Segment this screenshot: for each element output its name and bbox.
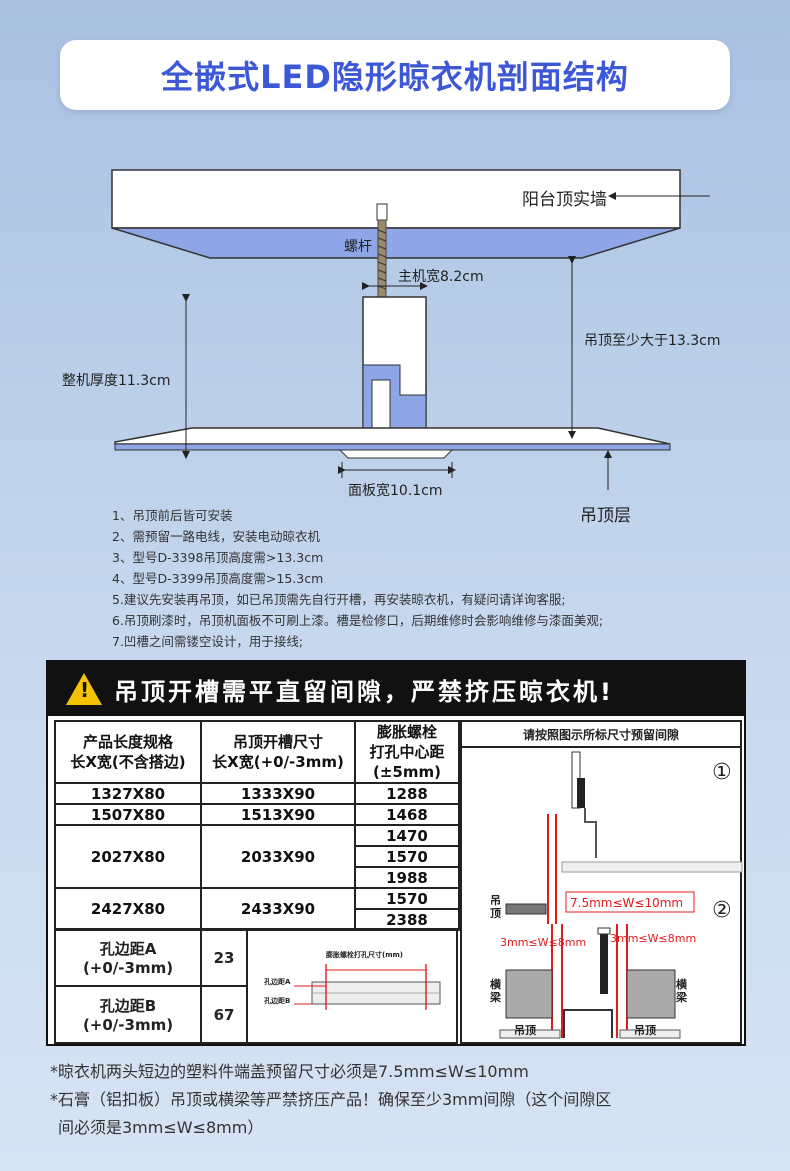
gap-label-2-left: 3mm≤W≤8mm — [500, 936, 587, 949]
gap-drawing — [499, 751, 743, 1039]
mini-diagram: 膨胀螺栓打孔尺寸(mm) 孔边距A 孔边距B — [250, 930, 456, 1042]
footnote: *石膏（铝扣板）吊顶或横梁等严禁挤压产品！确保至少3mm间隙（这个间隙区 — [50, 1090, 612, 1109]
warning-triangle-icon: ! — [66, 673, 102, 705]
edge-b-value: 67 — [202, 987, 248, 1042]
note-item: 2、需预留一路电线，安装电动晾衣机 — [112, 529, 320, 544]
footnote: *晾衣机两头短边的塑料件端盖预留尺寸必须是7.5mm≤W≤10mm — [50, 1062, 529, 1081]
gap-panel-header: 请按照图示所标尺寸预留间隙 — [462, 722, 740, 748]
note-item: 6.吊顶刷漆时，吊顶机面板不可刷上漆。槽是检修口，后期维修时会影响维修与漆面美观… — [112, 613, 604, 628]
bolt-head — [376, 203, 388, 221]
bolt-label: 螺杆 — [344, 239, 372, 255]
ceiling-label-bottom-right: 吊顶 — [634, 1024, 656, 1037]
header-distance: 膨胀螺栓打孔中心距(±5mm) — [354, 720, 460, 784]
mini-bar-drawing — [294, 964, 441, 1010]
spec-card: ! 吊顶开槽需平直留间隙，严禁挤压晾衣机! 产品长度规格长X宽(不含搭边) 吊顶… — [46, 660, 746, 1046]
beam-label-right: 横梁 — [676, 978, 687, 1004]
thickness-label: 整机厚度11.3cm — [62, 373, 171, 389]
ceiling-min-label: 吊顶至少大于13.3cm — [584, 333, 721, 349]
ceiling-label-1: 吊顶 — [490, 894, 501, 920]
wall-label: 阳台顶实墙 — [522, 190, 607, 210]
note-item: 5.建议先安装再吊顶，如已吊顶需先自行开槽，再安装晾衣机，有疑问请详询客服; — [112, 592, 566, 607]
warning-banner: ! 吊顶开槽需平直留间隙，严禁挤压晾衣机! — [48, 662, 744, 716]
step-1-icon: ① — [712, 760, 732, 785]
gap-label-2-right: 3mm≤W≤8mm — [610, 932, 697, 945]
warning-text: 吊顶开槽需平直留间隙，严禁挤压晾衣机! — [114, 677, 614, 706]
note-item: 3、型号D-3398吊顶高度需>13.3cm — [112, 550, 324, 565]
note-item: 4、型号D-3399吊顶高度需>15.3cm — [112, 571, 324, 586]
ceiling-layer-label: 吊顶层 — [580, 506, 631, 526]
mini-label-b: 孔边距B — [264, 997, 291, 1005]
edge-b-label: 孔边距B(+0/-3mm) — [56, 987, 202, 1042]
edge-a-value: 23 — [202, 930, 248, 987]
cross-section-diagram — [111, 169, 710, 490]
mini-title: 膨胀螺栓打孔尺寸(mm) — [326, 951, 403, 959]
footnotes: *晾衣机两头短边的塑料件端盖预留尺寸必须是7.5mm≤W≤10mm *石膏（铝扣… — [50, 1058, 750, 1142]
gap-label-1: 7.5mm≤W≤10mm — [570, 896, 684, 910]
header-size: 产品长度规格长X宽(不含搭边) — [54, 720, 202, 784]
ceiling-underside — [114, 443, 671, 451]
step-2-icon: ② — [712, 898, 732, 923]
page-title: 全嵌式LED隐形晾衣机剖面结构 — [161, 58, 629, 96]
wall-bevel — [111, 227, 681, 259]
edge-a-label: 孔边距A(+0/-3mm) — [56, 930, 202, 987]
face-panel — [338, 449, 454, 459]
header-slot: 吊顶开槽尺寸长X宽(+0/-3mm) — [200, 720, 356, 784]
footnote: 间必须是3mm≤W≤8mm） — [58, 1118, 264, 1137]
edge-block: 孔边距A(+0/-3mm) 23 孔边距B(+0/-3mm) 67 膨胀螺栓打孔… — [54, 928, 458, 1044]
installation-notes: 1、吊顶前后皆可安装 2、需预留一路电线，安装电动晾衣机 3、型号D-3398吊… — [112, 505, 752, 652]
note-item: 1、吊顶前后皆可安装 — [112, 508, 233, 523]
spec-table: 产品长度规格长X宽(不含搭边) 吊顶开槽尺寸长X宽(+0/-3mm) 膨胀螺栓打… — [54, 720, 460, 931]
note-item: 7.凹槽之间需镂空设计，用于接线; — [112, 634, 304, 649]
ceiling-label-bottom-left: 吊顶 — [514, 1024, 536, 1037]
mini-label-a: 孔边距A — [264, 978, 291, 986]
gap-diagram-panel: 请按照图示所标尺寸预留间隙 ① ② 吊顶 7.5mm≤ — [460, 720, 743, 1044]
main-width-label: 主机宽8.2cm — [398, 269, 484, 285]
ceiling-panel — [114, 427, 671, 445]
panel-width-label: 面板宽10.1cm — [348, 483, 443, 499]
beam-label-left: 横梁 — [490, 978, 501, 1004]
title-card: 全嵌式LED隐形晾衣机剖面结构 — [60, 40, 730, 110]
